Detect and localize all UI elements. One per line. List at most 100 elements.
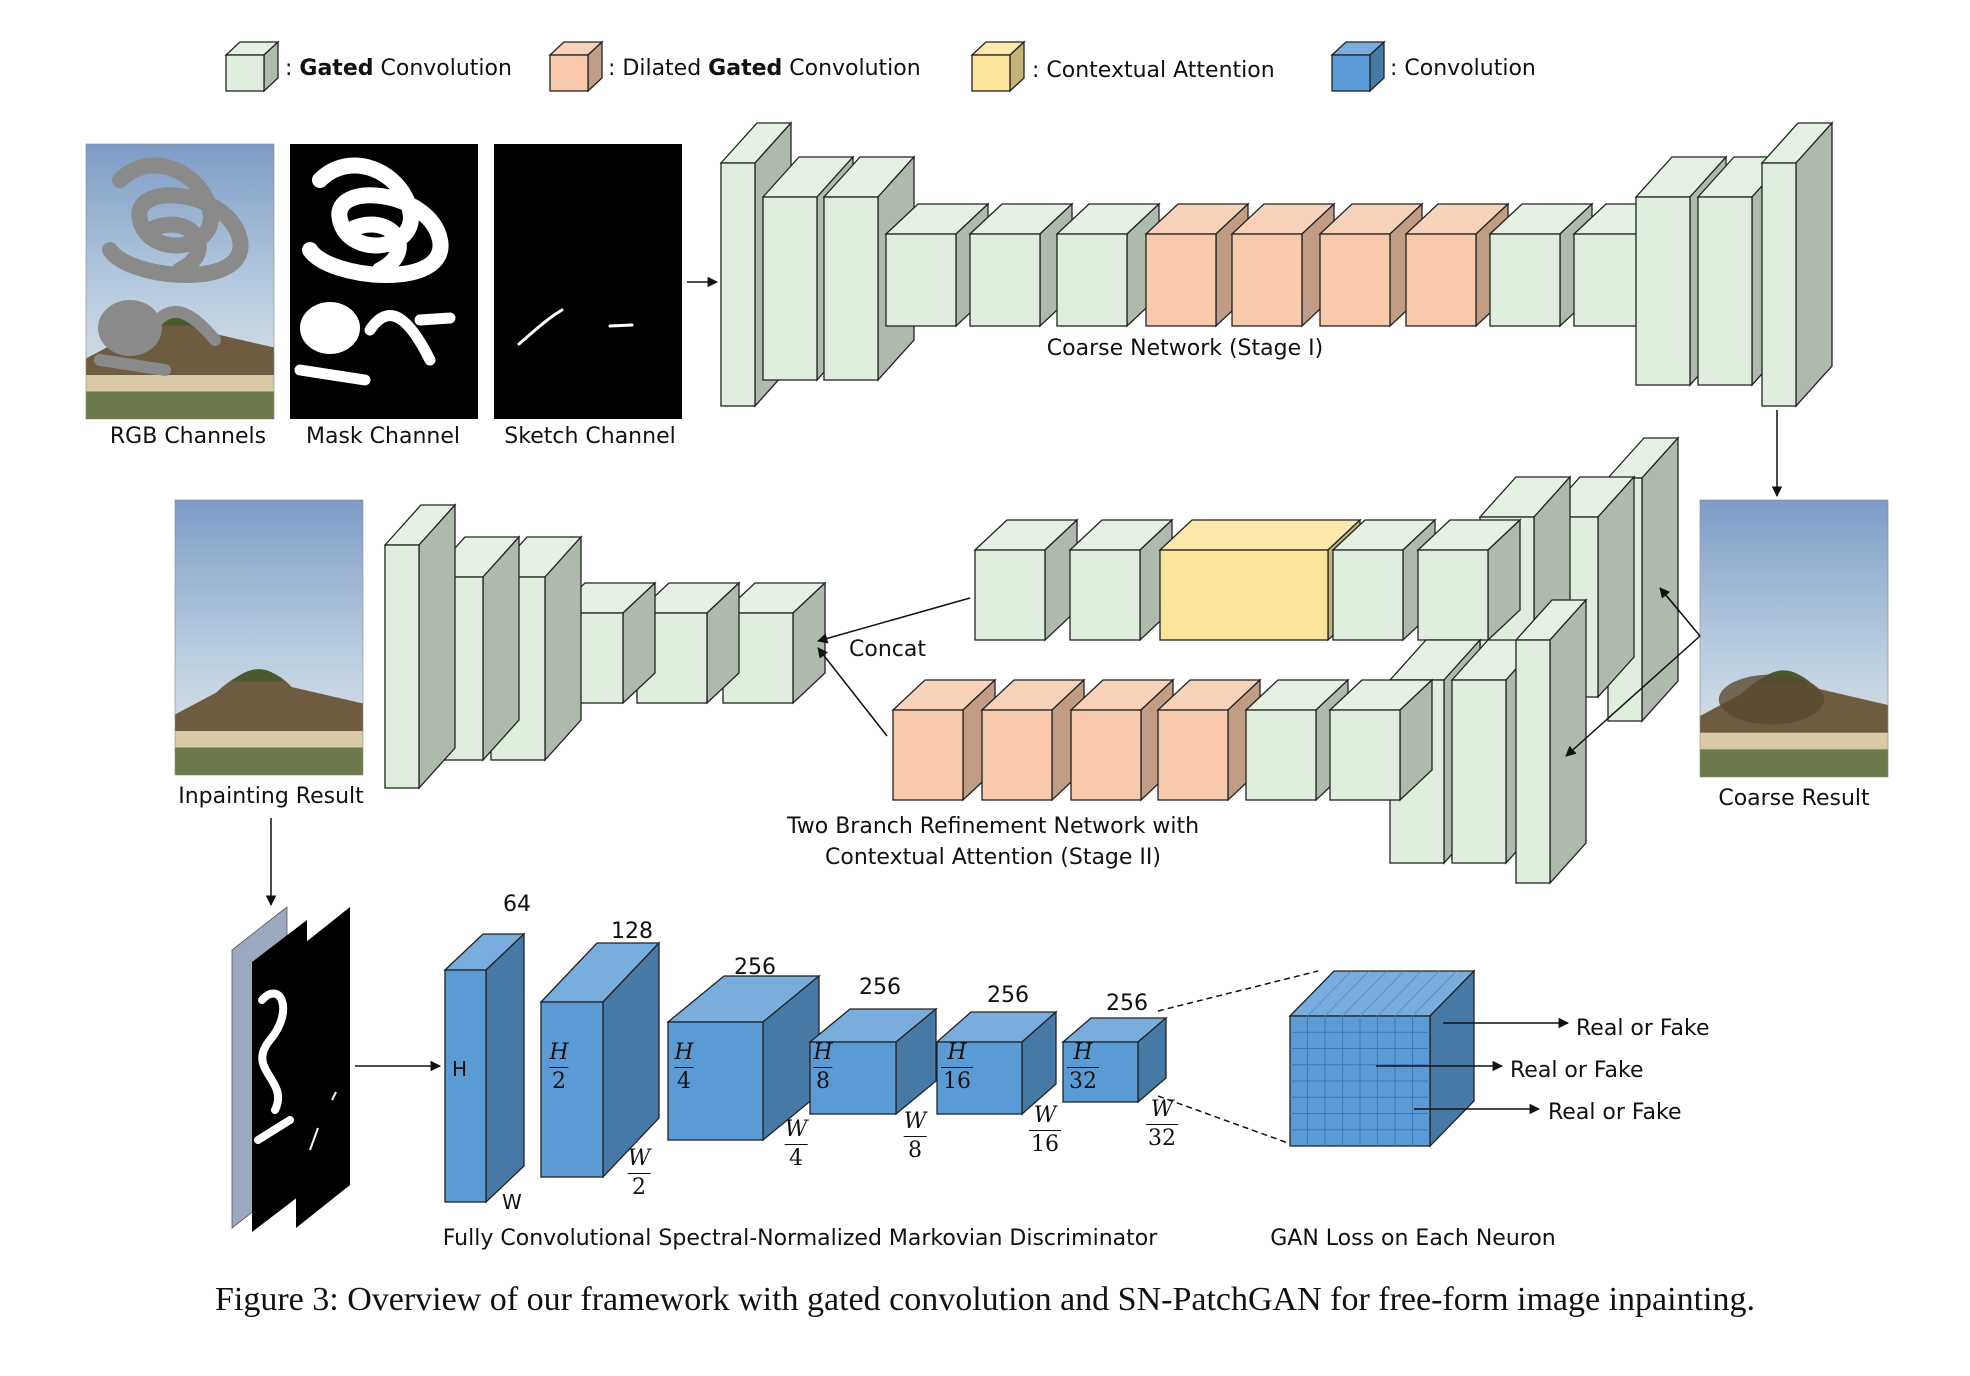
gan-grid-top5 <box>1377 970 1422 1017</box>
disc-layer-4-front <box>809 1041 897 1115</box>
coarse-layer-8-front <box>1231 233 1303 327</box>
coarse-layer-11-front <box>1489 233 1561 327</box>
disc-layer-1 <box>443 932 526 1204</box>
coarse-layer-9-front <box>1319 233 1391 327</box>
decoder-layer-1-front <box>384 544 420 789</box>
sketch-stroke-1 <box>517 308 564 346</box>
disc-channels-5: 256 <box>987 983 1029 1008</box>
coarse-layer-5 <box>968 202 1074 328</box>
attn-branch-attention-top <box>1158 519 1362 551</box>
disc-layer-2-front <box>540 1001 604 1178</box>
dil-branch-layer-3 <box>1069 678 1175 802</box>
coarse-result-image <box>1699 499 1889 778</box>
coarse-layer-14-front <box>1697 196 1753 386</box>
dashed-to-gan-top <box>1157 970 1319 1012</box>
disc-layer-2 <box>539 941 661 1179</box>
disc-channels-2: 128 <box>611 919 653 944</box>
dil-branch-layer-9 <box>1514 598 1588 885</box>
attn-branch-layer-4 <box>1416 518 1522 642</box>
attn-branch-attention-front <box>1159 549 1329 641</box>
disc-input-sketch <box>296 907 350 1228</box>
disc-layer-1-side <box>485 932 525 1204</box>
disc-layer-1-front <box>444 969 487 1203</box>
gan-loss-label: GAN Loss on Each Neuron <box>1270 1226 1556 1251</box>
rgb-mask-blob <box>98 300 162 356</box>
output-real-or-fake-1: Real or Fake <box>1576 1016 1710 1041</box>
coarse-result-label: Coarse Result <box>1718 786 1870 811</box>
disc-layer-3 <box>666 974 821 1142</box>
dil-branch-layer-2 <box>980 678 1086 802</box>
inpainting-result-label: Inpainting Result <box>178 784 364 809</box>
decoder-layer-1 <box>383 503 457 790</box>
legend-conv-label: : Convolution <box>1390 56 1536 81</box>
dil-branch-layer-6-front <box>1329 709 1401 801</box>
legend-swatch-dilated <box>548 40 604 93</box>
dil-branch-layer-1-front <box>892 709 964 801</box>
dil-branch-layer-5-front <box>1245 709 1317 801</box>
disc-channels-6: 256 <box>1106 991 1148 1016</box>
dashed-to-gan-bottom <box>1157 1095 1289 1144</box>
legend-swatch-attention-front <box>971 54 1011 92</box>
legend-swatch-dilated-front <box>549 54 589 92</box>
refine-in-layer-3-side <box>1641 436 1679 723</box>
disc-width-1: W <box>502 1190 522 1214</box>
arrow-coarse-result-bottom <box>1565 635 1701 757</box>
rgb-mask-strokes-2 <box>94 305 221 376</box>
sketch-channel-label: Sketch Channel <box>504 424 676 449</box>
mask-channel-image <box>290 144 478 419</box>
dil-branch-layer-2-front <box>981 709 1053 801</box>
coarse-layer-15-side <box>1795 121 1833 408</box>
coarse-layer-10-front <box>1405 233 1477 327</box>
disc-input-sketch-strokes <box>309 1091 337 1151</box>
disc-input-stack <box>231 906 350 1232</box>
decoder-layer-2-side <box>482 535 520 762</box>
legend-swatch-gated-front <box>225 54 265 92</box>
sketch-channel-image <box>494 144 682 419</box>
discriminator-label: Fully Convolutional Spectral-Normalized … <box>442 1226 1158 1251</box>
inpainting-result-image-sand <box>175 731 363 748</box>
arrow-top-branch-concat <box>816 597 971 644</box>
decoder-layer-1-side <box>418 503 456 790</box>
disc-channels-3: 256 <box>734 955 776 980</box>
inpainting-result-image-hill <box>175 670 363 737</box>
gan-grid-top7 <box>1412 970 1457 1017</box>
legend-swatch-conv <box>1330 40 1386 93</box>
rgb-input-image-frame <box>85 143 275 420</box>
coarse-layer-6 <box>1055 202 1161 328</box>
disc-layer-4 <box>808 1007 938 1116</box>
disc-input-mask-strokes <box>254 989 294 1144</box>
coarse-layer-2-front <box>762 196 818 381</box>
gan-grid-top4 <box>1359 970 1405 1017</box>
legend-swatch-conv-front <box>1331 54 1371 92</box>
attn-branch-layer-1-front <box>974 549 1046 641</box>
mask-channel-label: Mask Channel <box>306 424 460 449</box>
coarse-layer-3-front <box>823 196 879 381</box>
gan-grid-top6 <box>1394 970 1440 1017</box>
inpainting-result-image-frame <box>174 499 364 776</box>
dil-branch-layer-6 <box>1328 678 1434 802</box>
coarse-result-image-blur <box>1718 674 1825 725</box>
decoder-layer-3-side <box>544 535 582 762</box>
sketch-stroke-2 <box>608 323 634 328</box>
coarse-result-image-sand <box>1700 732 1888 750</box>
output-real-or-fake-2: Real or Fake <box>1510 1058 1644 1083</box>
gan-grid-top3 <box>1342 970 1387 1017</box>
attn-branch-layer-4-front <box>1417 549 1489 641</box>
inpainting-result-image-rocks <box>175 747 363 775</box>
rgb-channels-label: RGB Channels <box>109 424 267 449</box>
dil-branch-layer-8-front <box>1451 679 1507 864</box>
disc-layer-3-front <box>667 1021 764 1141</box>
dil-branch-layer-4-front <box>1157 709 1229 801</box>
arrow-coarse-result-top <box>1659 587 1681 613</box>
refinement-network-label-line1: Two Branch Refinement Network with <box>786 814 1200 839</box>
disc-layer-6 <box>1061 1016 1168 1104</box>
inpainting-result-image <box>174 499 364 776</box>
coarse-layer-8 <box>1230 202 1336 328</box>
attn-branch-layer-2-front <box>1069 549 1141 641</box>
